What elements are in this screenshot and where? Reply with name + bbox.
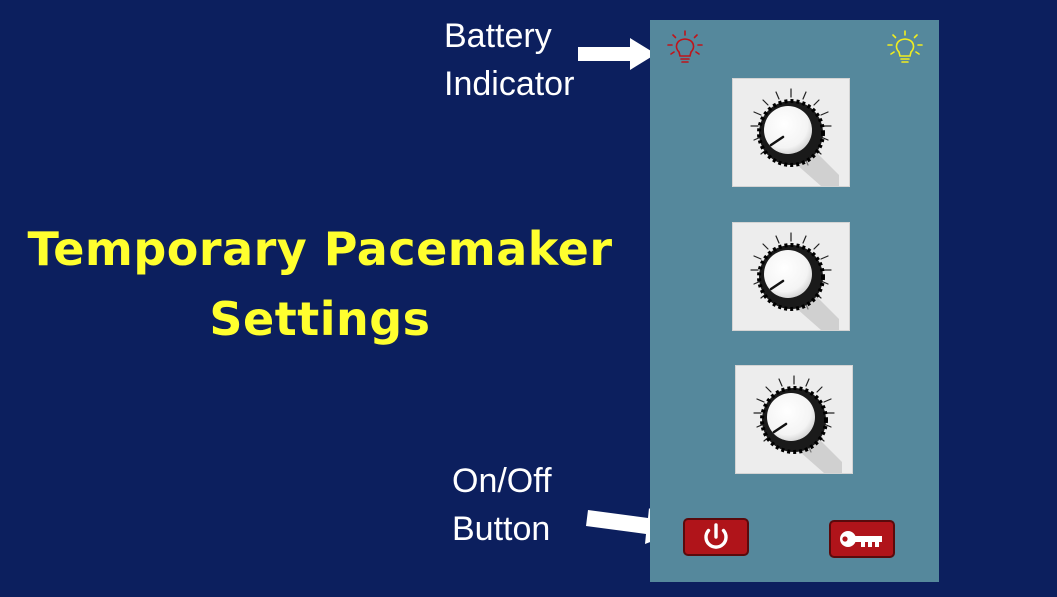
pacemaker-device (650, 20, 939, 582)
battery-indicator-callout: Battery Indicator (444, 12, 574, 108)
battery-arrow-icon (578, 38, 656, 70)
key-icon (840, 531, 882, 547)
onoff-callout-line-2: Button (452, 510, 551, 548)
status-lightbulb-icon (887, 30, 923, 63)
battery-callout-line-2: Indicator (444, 65, 575, 103)
setting-knob-3[interactable] (735, 365, 853, 474)
battery-callout-line-1: Battery (444, 17, 552, 55)
setting-knob-1[interactable] (732, 78, 850, 187)
dial-knob-icon (750, 88, 839, 186)
title-line-1: Temporary Pacemaker (27, 222, 613, 276)
title-line-2: Settings (209, 292, 431, 346)
power-button[interactable] (683, 518, 749, 556)
dial-knob-icon (750, 232, 839, 330)
power-icon (704, 523, 728, 549)
dial-knob-icon (753, 375, 842, 473)
lock-key-button[interactable] (829, 520, 895, 558)
setting-knob-2[interactable] (732, 222, 850, 331)
onoff-callout-line-1: On/Off (452, 462, 552, 500)
battery-indicator-lightbulb-icon (667, 30, 703, 63)
onoff-button-callout: On/Off Button (452, 457, 552, 553)
page-title: Temporary Pacemaker Settings (20, 214, 620, 354)
